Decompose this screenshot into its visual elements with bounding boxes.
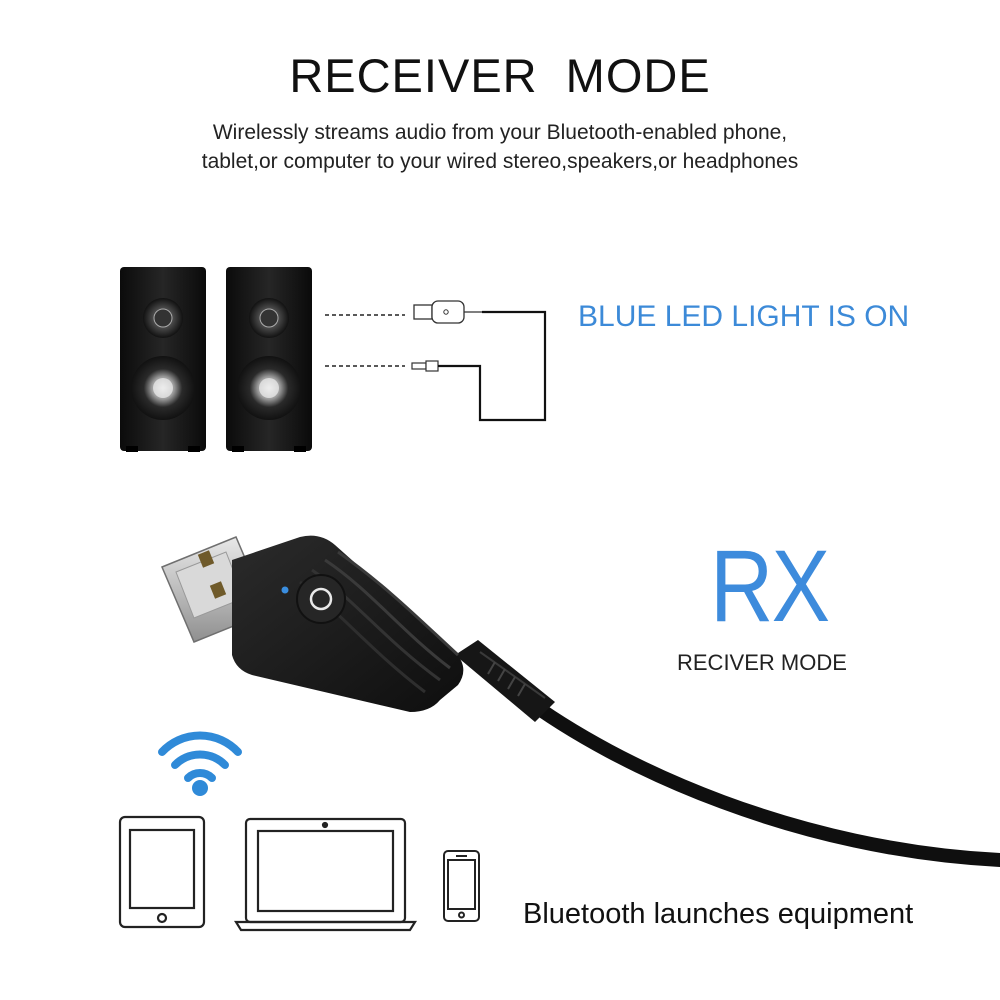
subtitle-line-2: tablet,or computer to your wired stereo,… — [201, 150, 799, 173]
wifi-icon — [158, 731, 242, 782]
laptop-icon — [234, 817, 417, 932]
usb-plug-icon — [413, 300, 482, 324]
mode-label: RECIVER MODE — [677, 650, 847, 675]
bluetooth-adapter-body — [232, 535, 464, 712]
mode-code: RX — [710, 529, 830, 643]
audio-jack-barrel — [455, 640, 555, 722]
subtitle-line-1: Wirelessly streams audio from your Bluet… — [212, 121, 788, 144]
main-cable — [513, 688, 1000, 867]
tablet-icon — [118, 815, 206, 929]
speaker-right-icon — [226, 267, 312, 452]
page-title: RECEIVER MODE — [289, 49, 711, 102]
connector-cable — [438, 310, 547, 422]
speaker-left-icon — [120, 267, 206, 452]
page-subtitle: Wirelessly streams audio from your Bluet… — [0, 118, 1000, 176]
wifi-dot — [192, 780, 208, 796]
audio-jack-icon — [411, 360, 439, 372]
power-button-icon[interactable] — [296, 574, 346, 624]
led-indicator-icon — [281, 586, 289, 594]
footer-caption: Bluetooth launches equipment — [523, 898, 914, 930]
led-status-text: BLUE LED LIGHT IS ON — [578, 300, 910, 333]
phone-icon — [443, 850, 480, 922]
